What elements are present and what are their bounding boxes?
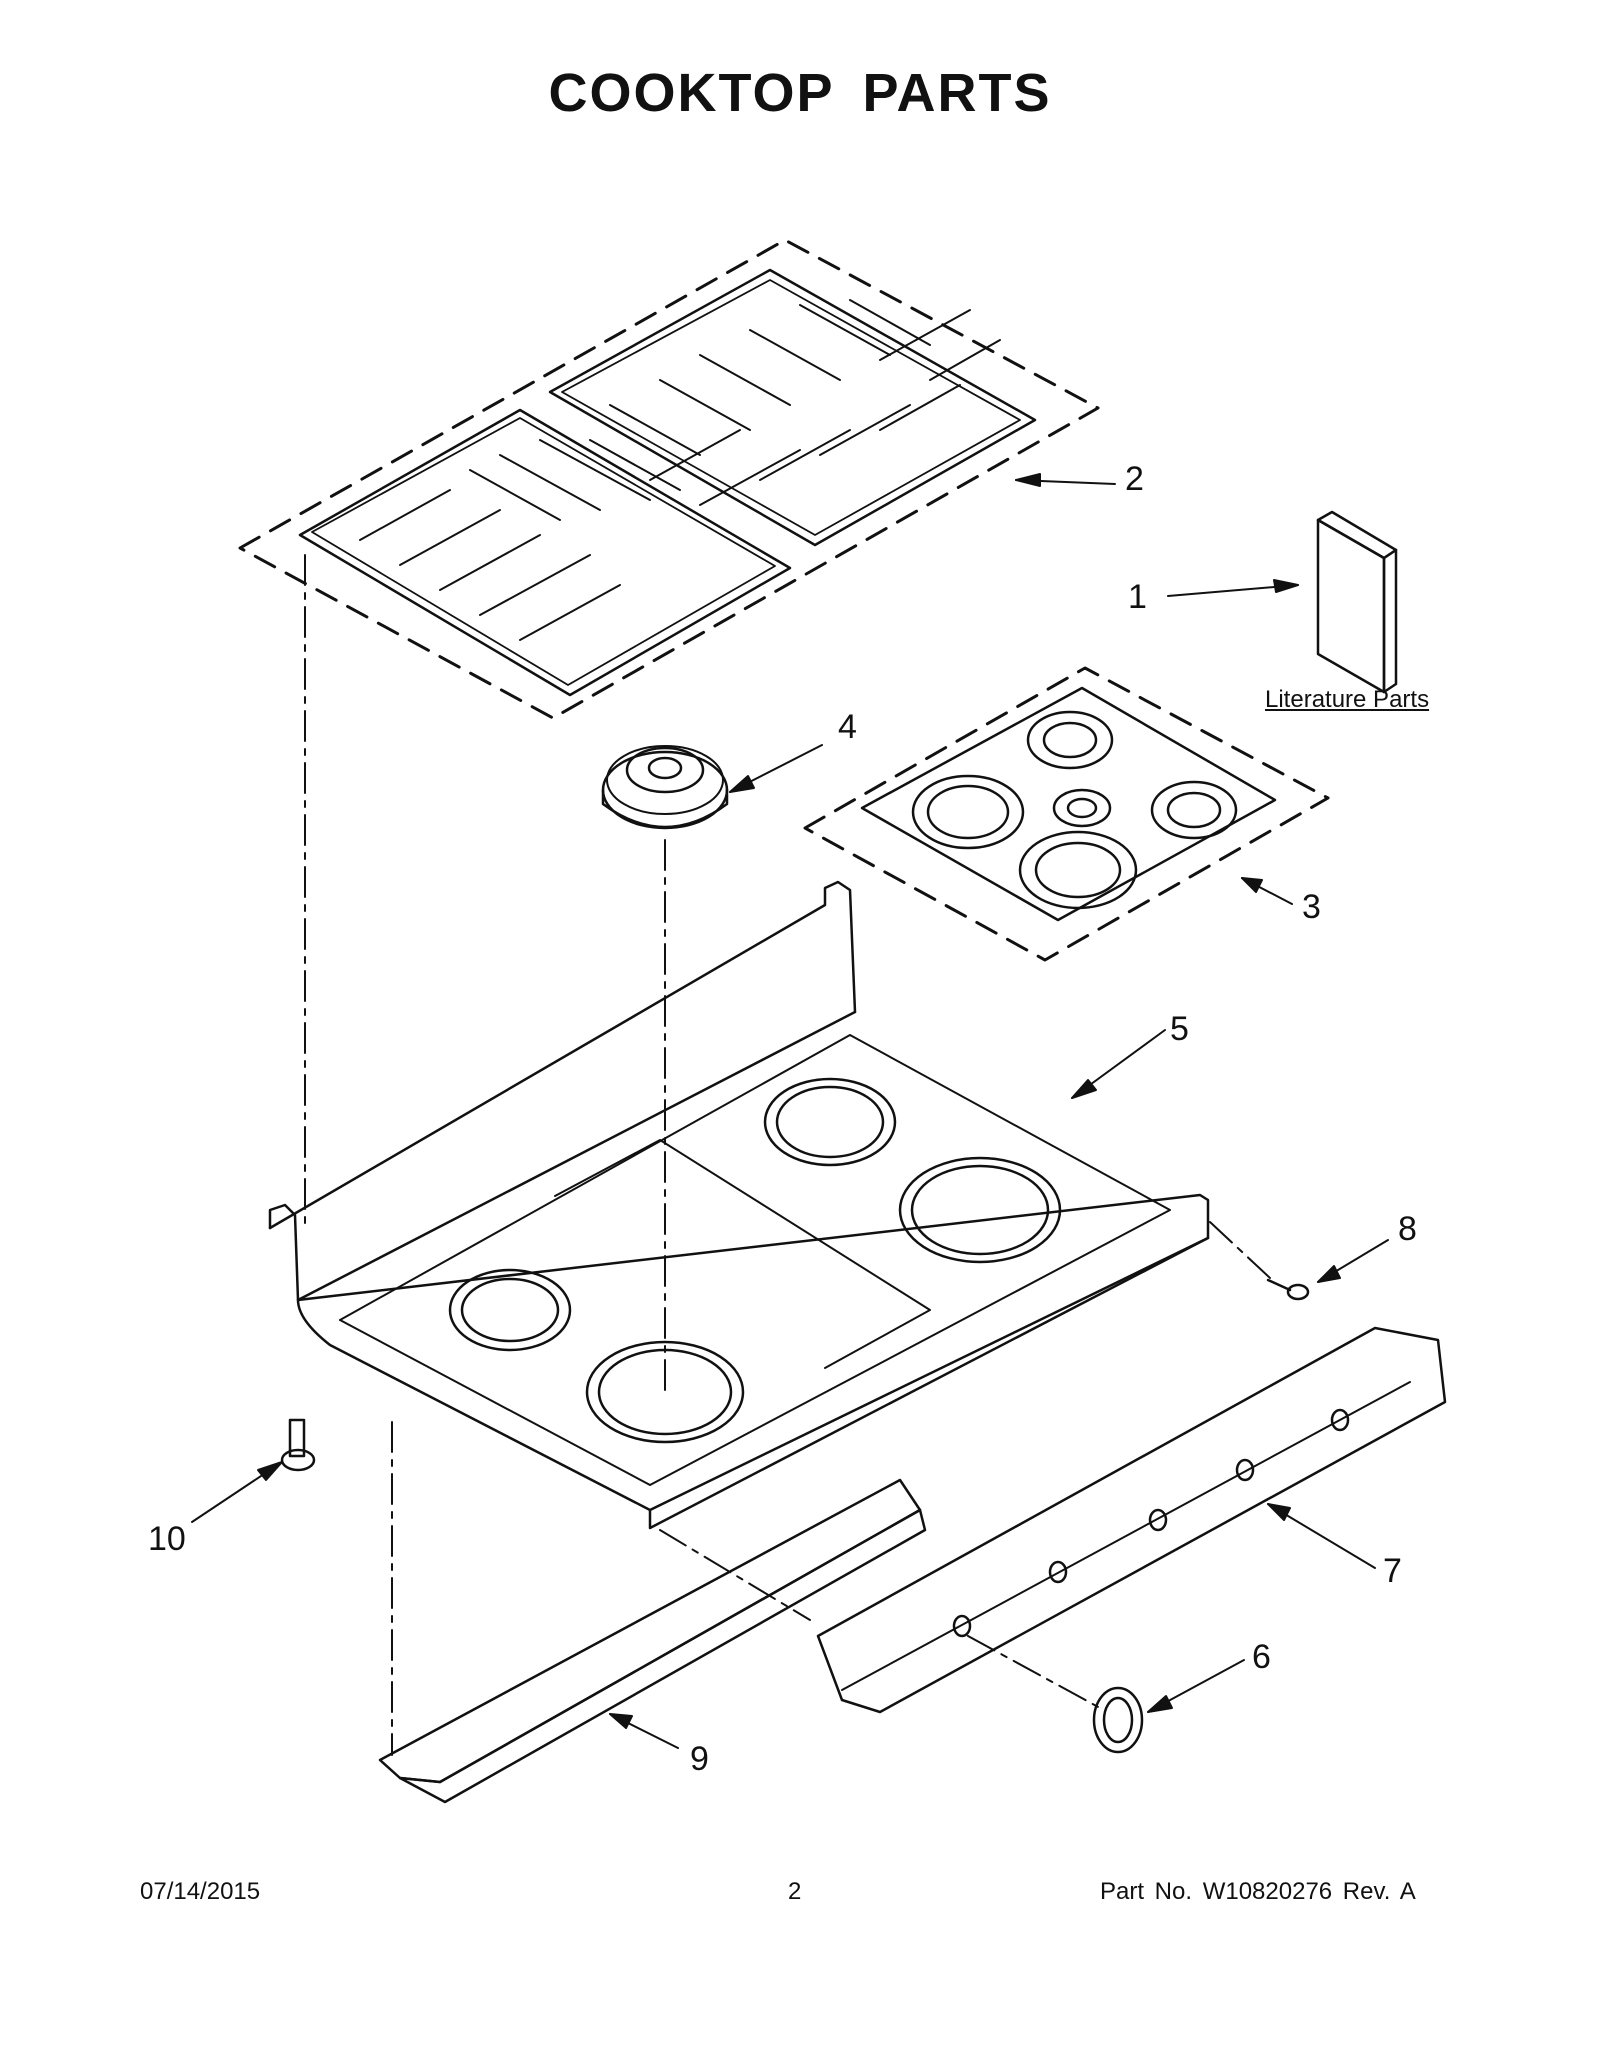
- literature-parts-label: Literature Parts: [1265, 686, 1430, 713]
- callout-7: 7: [1383, 1552, 1402, 1590]
- assembly-lines: [304, 554, 1271, 1756]
- control-panel-drawing: [816, 1326, 1447, 1714]
- screw-drawing: [1266, 1278, 1310, 1301]
- control-knob-drawing: [1092, 1686, 1144, 1754]
- burner-grates-drawing: [238, 238, 1100, 720]
- callout-5: 5: [1170, 1010, 1189, 1048]
- footer-page-number: 2: [788, 1878, 802, 1905]
- callout-3: 3: [1302, 888, 1321, 926]
- burner-base-drawing: [601, 745, 729, 830]
- main-top-drawing: [268, 880, 1210, 1530]
- callout-4: 4: [838, 708, 857, 746]
- callout-2: 2: [1125, 460, 1144, 498]
- footer-part-number: Part No. W10820276 Rev. A: [1100, 1878, 1416, 1905]
- manifold-panel-drawing: [378, 1478, 927, 1804]
- burner-mat-drawing: [803, 666, 1330, 962]
- callout-10: 10: [148, 1520, 186, 1558]
- callout-9: 9: [690, 1740, 709, 1778]
- page-title: COOKTOP PARTS: [548, 63, 1052, 123]
- leveling-leg-drawing: [280, 1418, 316, 1472]
- leader-arrows: [191, 473, 1389, 1749]
- literature-booklet-drawing: [1316, 510, 1398, 694]
- footer-date: 07/14/2015: [140, 1878, 261, 1905]
- callout-8: 8: [1398, 1210, 1417, 1248]
- callout-6: 6: [1252, 1638, 1271, 1676]
- callout-1: 1: [1128, 578, 1147, 616]
